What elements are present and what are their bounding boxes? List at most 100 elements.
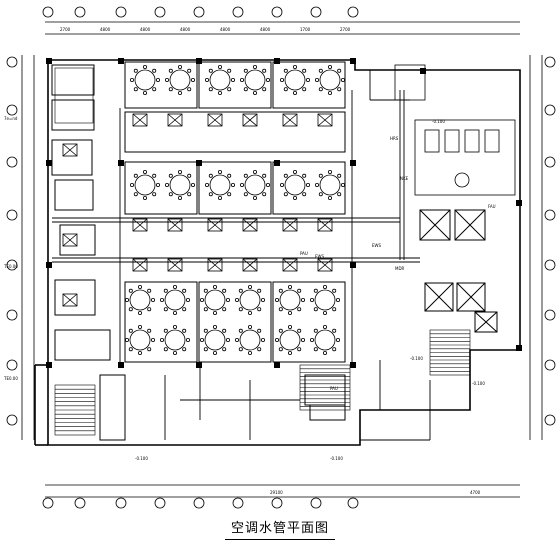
fcu-cross <box>317 258 333 272</box>
chair <box>212 350 217 355</box>
chair <box>125 297 130 302</box>
chair <box>332 307 337 312</box>
grid-marker <box>115 497 127 509</box>
chair <box>243 68 248 73</box>
chair <box>318 173 323 178</box>
chair <box>129 78 134 83</box>
round-table <box>169 69 191 91</box>
chair <box>287 284 292 289</box>
fcu-cross <box>62 233 78 247</box>
chair <box>128 307 133 312</box>
chair <box>137 284 142 289</box>
chair <box>287 350 292 355</box>
chair <box>297 347 302 352</box>
elevation-label: -0.100 <box>330 456 343 461</box>
elevation-label: -0.100 <box>410 356 423 361</box>
fcu-cross <box>207 258 223 272</box>
chair <box>287 324 292 329</box>
chair <box>322 324 327 329</box>
chair <box>142 195 147 200</box>
fcu-cross <box>167 218 183 232</box>
chair <box>217 65 222 70</box>
chair <box>187 192 192 197</box>
round-table <box>204 289 226 311</box>
chair <box>278 328 283 333</box>
grid-marker <box>6 414 18 426</box>
chair <box>313 288 318 293</box>
fan-coil-unit <box>242 113 258 127</box>
elevation-label: -0.100 <box>135 456 148 461</box>
chair <box>217 195 222 200</box>
chair <box>128 328 133 333</box>
chair <box>260 337 265 342</box>
chair <box>274 337 279 342</box>
service-rooms-left <box>51 64 346 441</box>
chair <box>168 68 173 73</box>
dimension-text: 4800 <box>100 27 111 32</box>
chair <box>204 78 209 83</box>
chair <box>182 347 187 352</box>
chair <box>314 78 319 83</box>
grid-marker <box>193 6 205 18</box>
chair <box>313 328 318 333</box>
chair <box>337 87 342 92</box>
grid-marker <box>6 156 18 168</box>
grid-marker <box>347 6 359 18</box>
grid-marker <box>232 6 244 18</box>
dimension-text: 29100 <box>270 490 283 495</box>
column-grid-markers <box>42 6 359 509</box>
chair <box>309 337 314 342</box>
chair <box>147 288 152 293</box>
drawing-title: 空调水管平面图 <box>230 521 329 536</box>
restroom-fixtures <box>394 64 516 196</box>
grid-marker <box>6 259 18 271</box>
chair <box>302 87 307 92</box>
chair <box>168 173 173 178</box>
grid-marker <box>544 156 556 168</box>
chair <box>217 91 222 96</box>
grid-marker <box>544 259 556 271</box>
chair <box>309 297 314 302</box>
chair <box>265 78 270 83</box>
fcu-cross <box>242 218 258 232</box>
chair <box>283 173 288 178</box>
chair <box>278 288 283 293</box>
chair <box>163 307 168 312</box>
fan-coil-unit <box>62 143 78 157</box>
chair <box>283 87 288 92</box>
grid-marker <box>544 104 556 116</box>
chair <box>128 288 133 293</box>
chair <box>238 288 243 293</box>
round-table <box>134 174 156 196</box>
fcu-cross <box>317 218 333 232</box>
chair <box>292 169 297 174</box>
room-label: MDR <box>395 266 405 271</box>
round-table <box>164 329 186 351</box>
chair <box>262 173 267 178</box>
chair <box>305 78 310 83</box>
chair <box>212 310 217 315</box>
grid-marker <box>544 414 556 426</box>
chair <box>125 337 130 342</box>
fcu-cross <box>317 113 333 127</box>
chair <box>327 195 332 200</box>
chair <box>227 173 232 178</box>
chair <box>137 324 142 329</box>
chair <box>225 297 230 302</box>
chair <box>172 284 177 289</box>
grid-marker <box>42 497 54 509</box>
chair <box>337 68 342 73</box>
chair <box>247 350 252 355</box>
grid-marker <box>6 209 18 221</box>
chair <box>297 307 302 312</box>
chair <box>279 182 284 187</box>
round-table <box>279 329 301 351</box>
round-table <box>209 174 231 196</box>
chair <box>187 173 192 178</box>
elevation-label: -0.100 <box>472 381 485 386</box>
fan-coil-unit <box>317 258 333 272</box>
chair <box>177 65 182 70</box>
chair <box>159 337 164 342</box>
chair <box>265 182 270 187</box>
